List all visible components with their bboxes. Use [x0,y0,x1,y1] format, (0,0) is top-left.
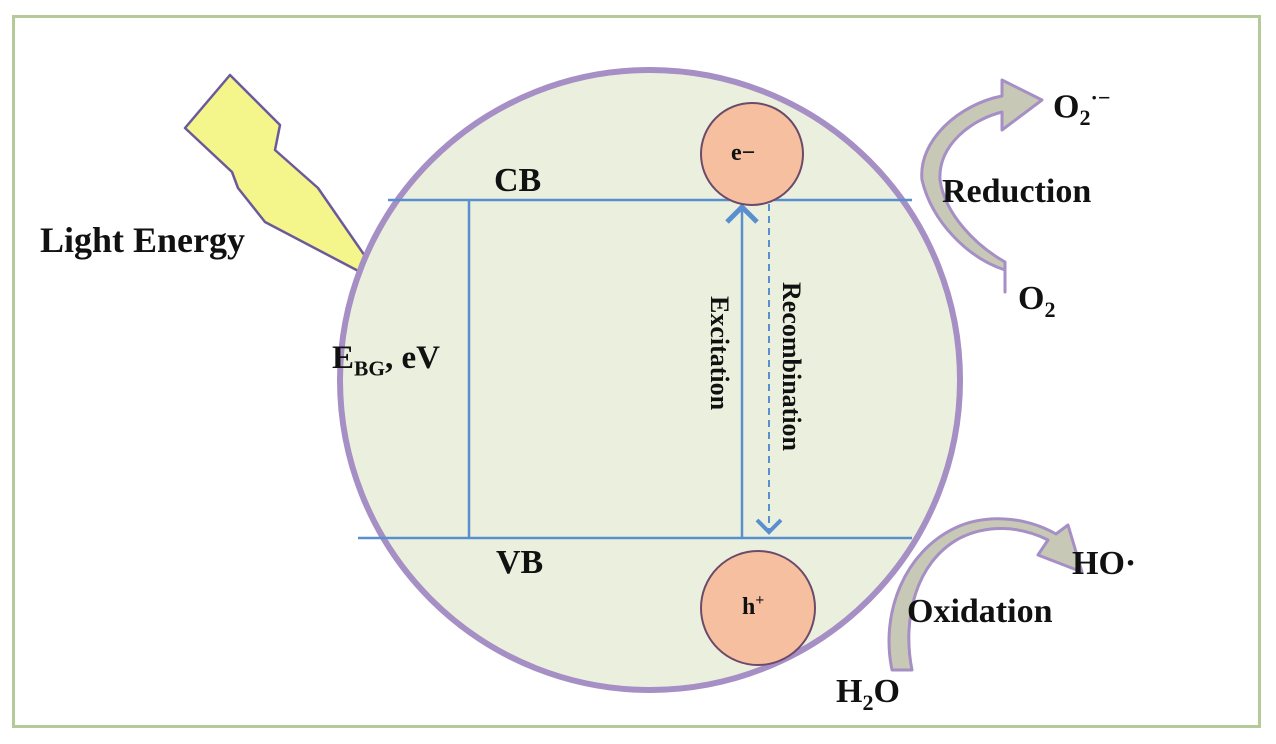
cb-label: CB [494,162,542,199]
semiconductor-particle [337,67,963,693]
light-energy-label: Light Energy [40,220,246,260]
hole-circle [700,550,816,666]
oxygen-label: O2 [1018,280,1056,322]
reduction-arrow [920,78,1044,294]
hole-label: h+ [742,592,765,620]
excitation-label: Excitation [705,296,734,411]
reduction-label: Reduction [942,173,1092,210]
diagram-frame [12,15,1261,728]
superoxide-label: O2·− [1053,85,1111,131]
electron-label: e− [731,140,756,166]
oxidation-arrow [887,517,1084,672]
recombination-label: Recombination [777,282,806,451]
band-gap-label: EBG, eV [332,340,440,381]
lightning-bolt-icon [183,73,387,287]
vb-label: VB [496,544,544,581]
hydroxyl-label: HO· [1072,545,1137,582]
electron-circle [700,102,804,206]
oxidation-label: Oxidation [907,593,1053,630]
water-label: H2O [836,673,900,715]
